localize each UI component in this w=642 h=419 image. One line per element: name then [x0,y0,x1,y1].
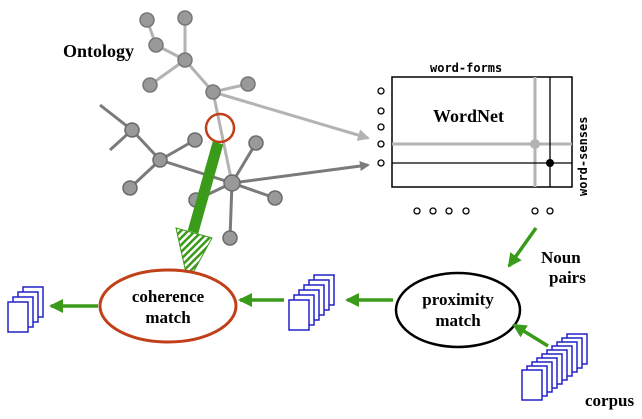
ontology-node [222,230,238,246]
ontology-node [267,190,283,206]
corpus-arrow [512,323,549,348]
green-projection-bar [187,141,224,234]
ontology-node [122,180,138,196]
column-marker [462,207,470,215]
proximity-match-node [394,271,522,349]
output-document-stack [7,286,44,333]
row-marker [377,159,385,167]
ontology-node [177,10,193,26]
row-marker [377,107,385,115]
proximity-match-label: match [435,311,481,330]
proximity-label: proximity [422,290,494,309]
matrix-intersection-dark [546,159,554,167]
ontology-nodes-light [139,10,256,100]
coherence-match-label: match [145,308,191,327]
ontology-node [177,52,193,68]
pairs-label: pairs [549,268,586,287]
noun-label: Noun [541,248,581,267]
hatched-arrowhead [175,227,213,284]
word-forms-label: word-forms [430,61,502,75]
wordnet-label: WordNet [433,106,504,126]
row-marker [377,123,385,131]
ontology-node [124,122,140,138]
ontology-node [142,77,158,93]
wordnet-box [391,76,573,188]
coherence-label: coherence [132,287,205,306]
wordnet-matrix: word-forms WordNet word-senses [377,61,590,215]
matched-document-stack [288,274,335,331]
ontology-node [152,152,168,168]
ontology-node [205,84,221,100]
ontology-node [240,76,256,92]
row-marker [377,140,385,148]
column-marker [546,207,554,215]
ontology-node [187,132,203,148]
ontology-nodes-dark [122,122,283,246]
ontology-node [248,135,264,151]
column-marker [413,207,421,215]
column-marker [445,207,453,215]
matrix-intersection-light [530,139,540,149]
column-marker [531,207,539,215]
ontology-label: Ontology [63,41,134,61]
noun-pairs-arrow [507,226,538,268]
corpus-label: corpus [585,391,635,410]
row-marker [377,87,385,95]
ontology-tree-light [145,18,370,184]
coherence-match-node [98,268,238,344]
corpus-document-stack [521,333,588,401]
ontology-node [148,37,164,53]
column-marker [429,207,437,215]
word-senses-label: word-senses [576,117,590,196]
selected-node-highlight [204,112,236,144]
ontology-node [223,174,241,192]
ontology-node [139,12,155,28]
